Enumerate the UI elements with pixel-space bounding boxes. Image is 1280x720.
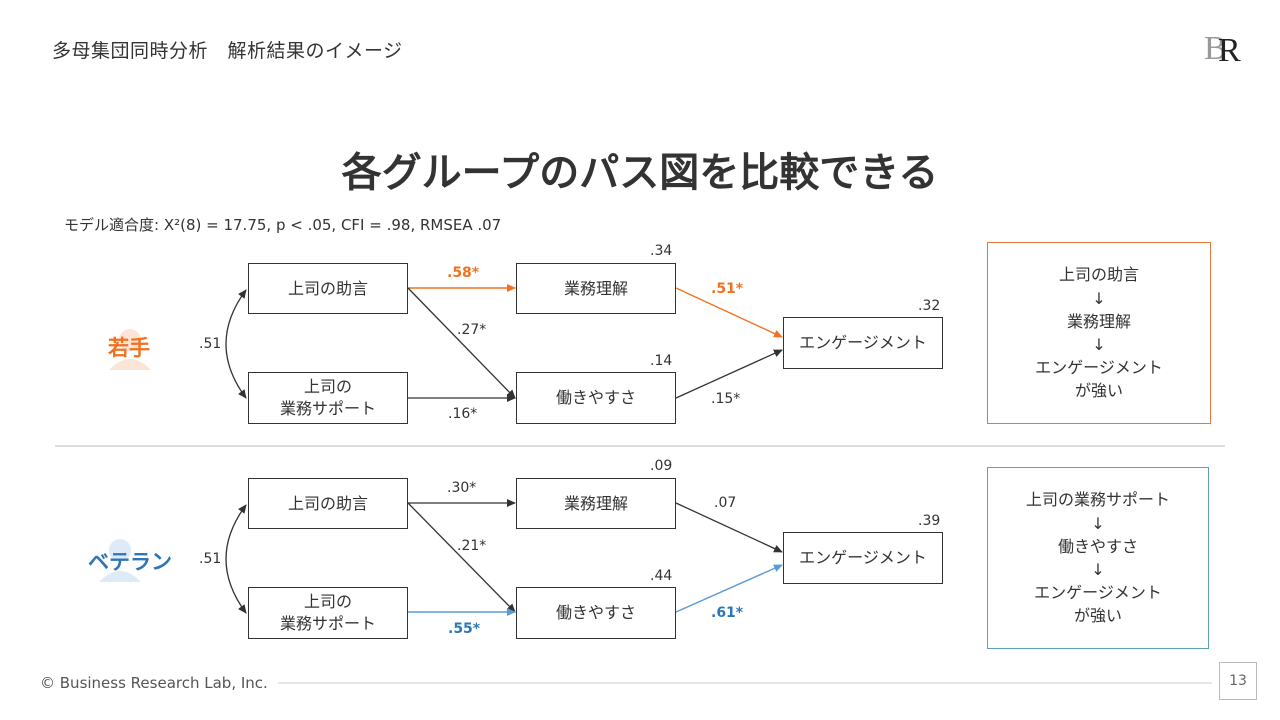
group-label-young: 若手 <box>108 336 150 360</box>
path-advice-ease-veteran <box>407 502 516 613</box>
summary-line: エンゲージメント <box>1035 358 1163 378</box>
group-label-veteran: ベテラン <box>88 550 172 574</box>
summary-arrow: ↓ <box>1092 335 1106 354</box>
summary-line: が強い <box>1074 381 1123 401</box>
coef-support-ease-veteran: .55* <box>448 621 481 637</box>
path-advice-ease-young <box>407 287 516 399</box>
coef-advice-understanding-veteran: .30* <box>447 480 477 496</box>
node-understanding-veteran: 業務理解 <box>516 478 676 529</box>
coef-support-ease-young: .16* <box>448 406 478 422</box>
correlation-label-young: .51 <box>199 336 222 352</box>
path-ease-engagement-young <box>675 349 783 399</box>
summary-arrow: ↓ <box>1092 288 1106 308</box>
correlation-arc-young <box>225 289 247 399</box>
node-engagement-young: エンゲージメント <box>783 317 943 369</box>
coef-ease-engagement-veteran: .61* <box>711 605 744 621</box>
summary-box-veteran: 上司の業務サポート ↓ 働きやすさ ↓ エンゲージメント が強い <box>987 467 1209 649</box>
summary-line: 上司の助言 <box>1058 265 1139 285</box>
summary-arrow: ↓ <box>1091 513 1105 533</box>
coef-advice-ease-young: .27* <box>457 322 487 338</box>
coef-ease-engagement-young: .15* <box>711 391 741 407</box>
node-support-young: 上司の業務サポート <box>248 372 408 424</box>
company-logo: B R <box>1204 30 1241 66</box>
correlation-arc-veteran <box>225 504 247 614</box>
node-understanding-young: 業務理解 <box>516 263 676 314</box>
svg-text:R: R <box>1218 32 1241 66</box>
young-person-icon <box>109 329 151 370</box>
model-fit-indices: モデル適合度: X²(8) = 17.75, p < .05, CFI = .9… <box>64 216 502 234</box>
node-advice-veteran: 上司の助言 <box>248 478 408 529</box>
summary-arrow: ↓ <box>1091 560 1105 579</box>
r2-engagement-young: .32 <box>918 298 941 314</box>
header-title: 多母集団同時分析 解析結果のイメージ <box>52 40 403 62</box>
summary-line: 上司の業務サポート <box>1025 490 1170 510</box>
coef-understanding-engagement-veteran: .07 <box>714 495 737 511</box>
copyright: © Business Research Lab, Inc. <box>40 674 268 692</box>
coef-understanding-engagement-young: .51* <box>711 281 744 297</box>
r2-ease-young: .14 <box>650 353 673 369</box>
summary-box-young: 上司の助言 ↓ 業務理解 ↓ エンゲージメント が強い <box>987 242 1211 424</box>
veteran-person-icon <box>99 539 141 582</box>
node-support-veteran: 上司の業務サポート <box>248 587 408 639</box>
page-number: 13 <box>1219 662 1257 700</box>
main-title: 各グループのパス図を比較できる <box>341 150 939 196</box>
summary-line: エンゲージメント <box>1034 583 1162 603</box>
coef-advice-ease-veteran: .21* <box>457 538 487 554</box>
correlation-label-veteran: .51 <box>199 551 222 567</box>
summary-line: が強い <box>1073 606 1122 626</box>
summary-line: 働きやすさ <box>1057 536 1138 556</box>
node-advice-young: 上司の助言 <box>248 263 408 314</box>
path-ease-engagement-veteran <box>675 564 783 613</box>
node-engagement-veteran: エンゲージメント <box>783 532 943 584</box>
r2-understanding-young: .34 <box>650 243 673 259</box>
svg-text:B: B <box>1204 30 1227 66</box>
summary-line: 業務理解 <box>1066 311 1131 331</box>
path-understanding-engagement-young <box>675 287 783 338</box>
path-understanding-engagement-veteran <box>675 502 783 553</box>
node-ease-young: 働きやすさ <box>516 372 676 424</box>
coef-advice-understanding-young: .58* <box>447 265 480 281</box>
r2-understanding-veteran: .09 <box>650 458 673 474</box>
node-ease-veteran: 働きやすさ <box>516 587 676 639</box>
r2-ease-veteran: .44 <box>650 568 673 584</box>
r2-engagement-veteran: .39 <box>918 513 941 529</box>
